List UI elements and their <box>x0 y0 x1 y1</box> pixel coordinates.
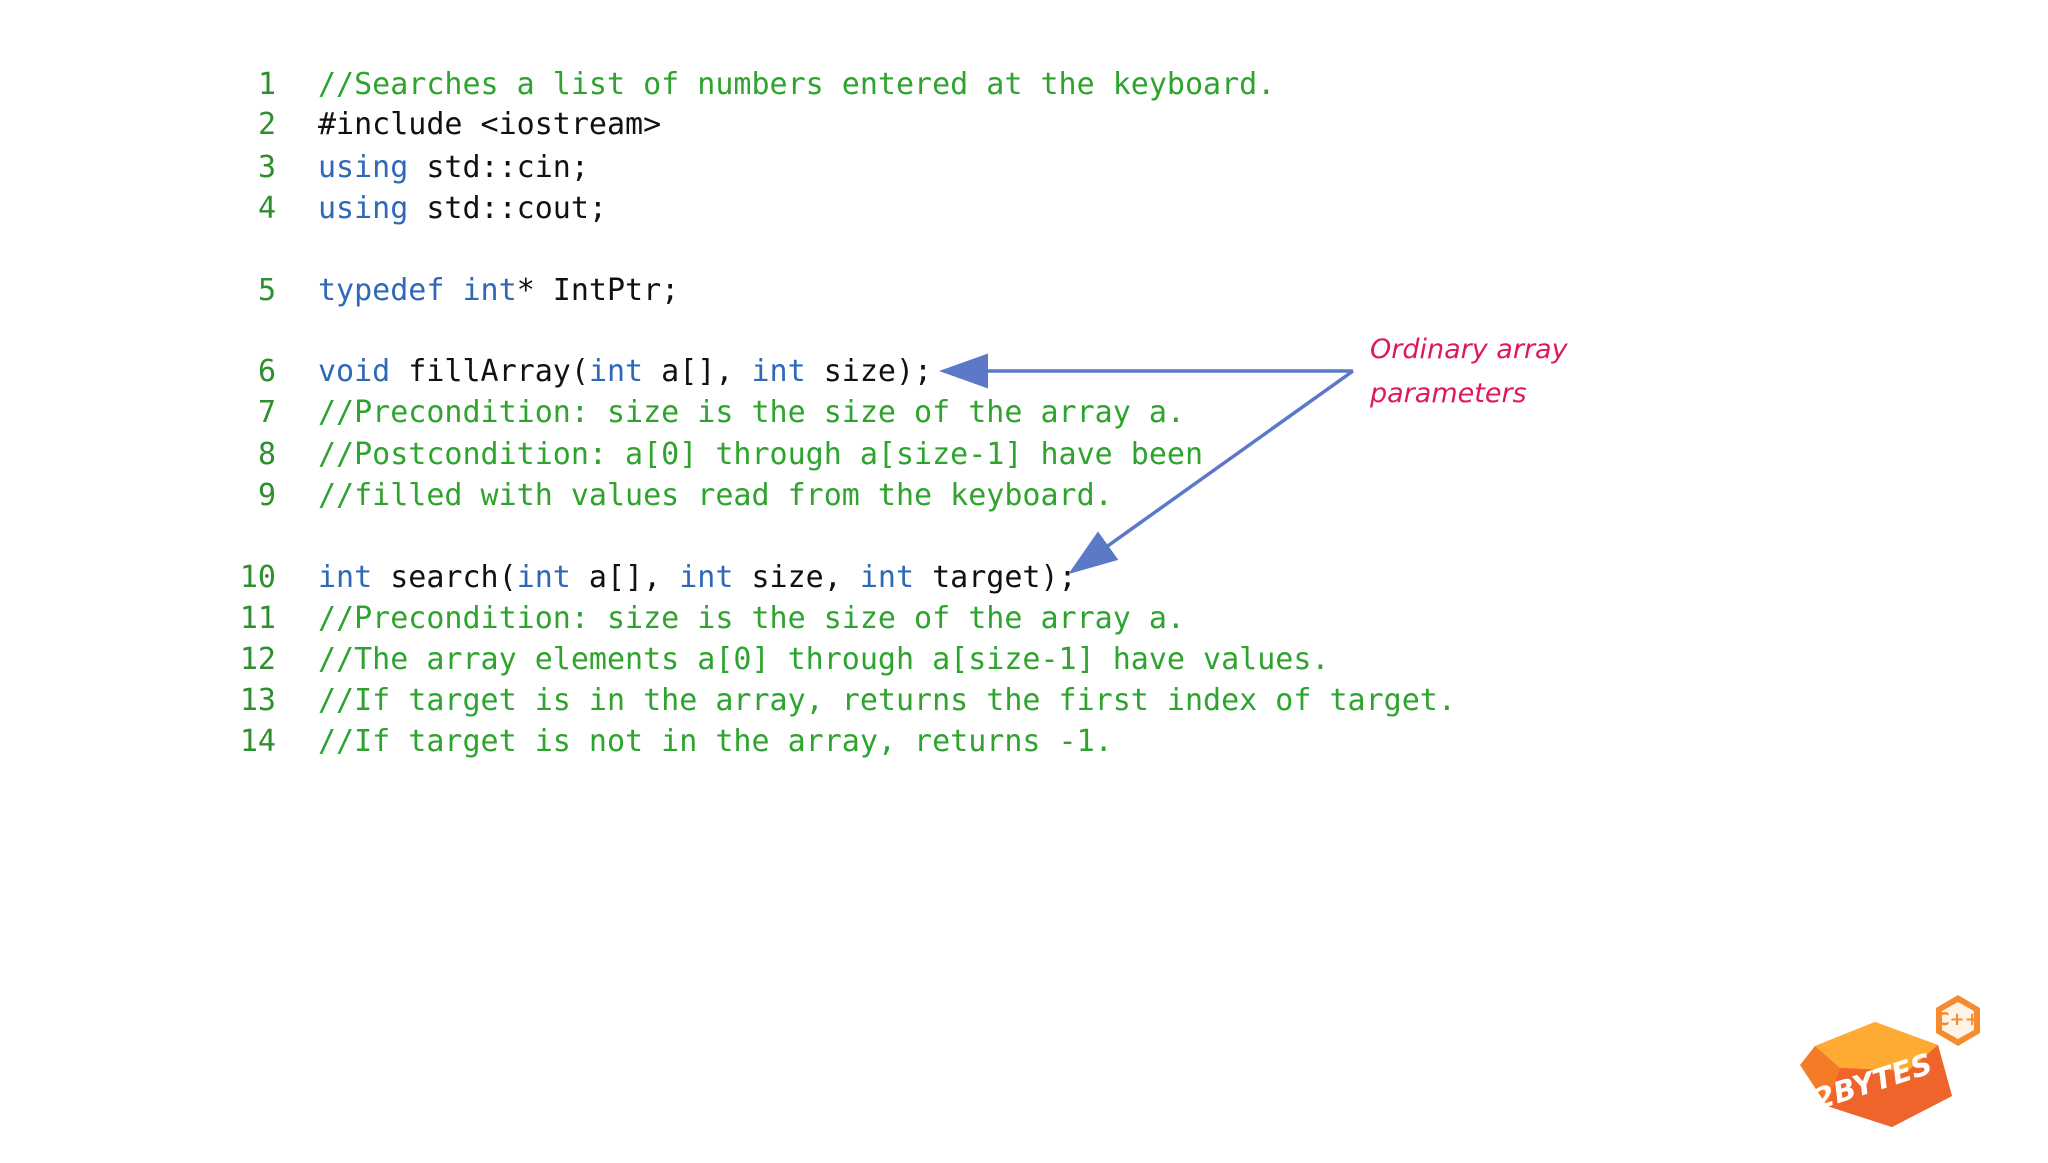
code-text: //The array elements a[0] through a[size… <box>318 639 1329 681</box>
code-text: //Precondition: size is the size of the … <box>318 392 1185 434</box>
line-number: 6 <box>257 354 276 389</box>
code-token: a[], <box>570 560 680 595</box>
code-token: * IntPtr; <box>516 273 680 308</box>
code-text: //Searches a list of numbers entered at … <box>318 64 1275 106</box>
code-text: typedef int* IntPtr; <box>318 270 679 312</box>
code-token: target); <box>914 560 1077 595</box>
logo-badge-text: C++ <box>1936 1009 1979 1030</box>
code-token: //Searches a list of numbers entered at … <box>318 67 1276 102</box>
code-token: int <box>679 560 734 595</box>
line-number: 7 <box>257 395 276 430</box>
code-token: search( <box>372 560 517 595</box>
code-token: using <box>318 191 409 226</box>
code-token: using <box>318 150 409 185</box>
code-token: //If target is in the array, returns the… <box>318 683 1456 718</box>
logo-hexagon-icon: 2BYTES <box>1800 1022 1952 1127</box>
cpp-badge-icon: C++ <box>1936 995 1980 1046</box>
code-text: #include <iostream> <box>318 104 661 146</box>
code-token: int <box>462 273 517 308</box>
code-text: using std::cout; <box>318 188 607 230</box>
code-token: //Precondition: size is the size of the … <box>318 395 1185 430</box>
annotation-line-2: parameters <box>1370 378 1527 409</box>
line-number: 4 <box>257 191 276 226</box>
code-token: void <box>318 354 391 389</box>
arrow-annotation: Ordinary array parameters <box>1370 328 1640 416</box>
line-number: 11 <box>239 601 276 636</box>
code-token: int <box>588 354 644 389</box>
code-token: #include <iostream> <box>318 107 662 142</box>
code-text: void fillArray(int a[], int size); <box>318 351 932 393</box>
code-token: typedef <box>318 273 445 308</box>
code-token: int <box>516 560 571 595</box>
code-text: //If target is in the array, returns the… <box>318 680 1456 722</box>
line-number: 12 <box>239 642 276 677</box>
code-token: //Precondition: size is the size of the … <box>318 601 1185 636</box>
code-token: std::cin; <box>408 150 589 185</box>
code-token: fillArray( <box>390 354 589 389</box>
code-token: int <box>859 560 915 595</box>
code-token: size, <box>733 560 860 595</box>
code-text: using std::cin; <box>318 147 589 189</box>
2bytes-logo: C++ 2BYTES <box>1800 995 1980 1127</box>
line-number: 9 <box>257 478 276 513</box>
line-number: 14 <box>239 724 276 759</box>
code-text: //If target is not in the array, returns… <box>318 721 1113 763</box>
code-text: //Postcondition: a[0] through a[size-1] … <box>318 434 1203 476</box>
code-token: //If target is not in the array, returns… <box>318 724 1113 759</box>
code-token: a[], <box>643 354 752 389</box>
code-token: std::cout; <box>408 191 607 226</box>
code-token: size); <box>805 354 933 389</box>
code-token: //The array elements a[0] through a[size… <box>318 642 1330 677</box>
line-number: 13 <box>239 683 276 718</box>
line-number: 3 <box>257 150 276 185</box>
code-token <box>444 273 462 308</box>
code-text: int search(int a[], int size, int target… <box>318 557 1077 599</box>
code-token: int <box>318 560 373 595</box>
annotation-line-1: Ordinary array <box>1370 334 1568 365</box>
code-token: int <box>751 354 806 389</box>
line-number: 8 <box>257 437 276 472</box>
line-number: 1 <box>257 67 276 102</box>
code-text: //filled with values read from the keybo… <box>318 475 1113 517</box>
code-token: //filled with values read from the keybo… <box>318 478 1113 513</box>
line-number: 2 <box>257 107 276 142</box>
code-token: //Postcondition: a[0] through a[size-1] … <box>318 437 1204 472</box>
line-number: 10 <box>239 560 276 595</box>
code-text: //Precondition: size is the size of the … <box>318 598 1185 640</box>
line-number: 5 <box>257 273 276 308</box>
